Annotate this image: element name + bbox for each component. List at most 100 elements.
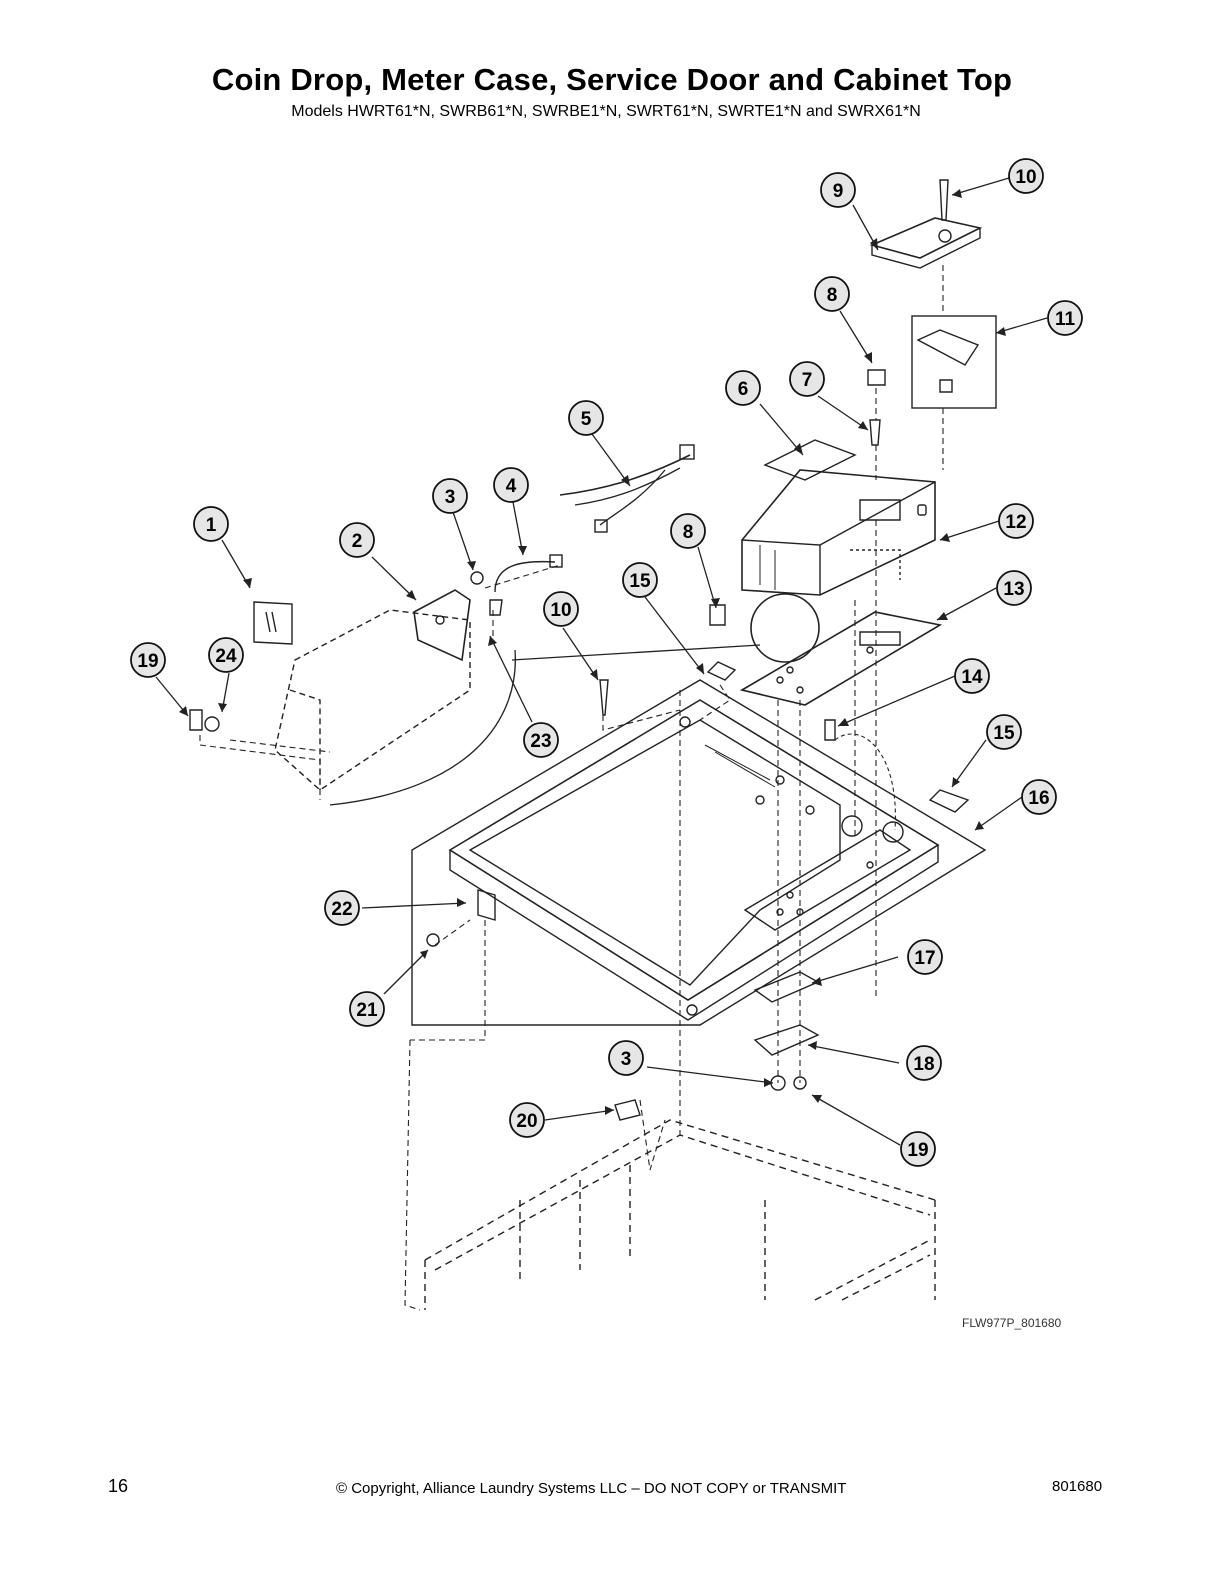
callout-bubble xyxy=(998,503,1034,539)
lower-cabinet-outline xyxy=(424,1119,936,1310)
callout-c18: 18 xyxy=(906,1045,942,1081)
callout-c3a: 3 xyxy=(432,478,468,514)
callout-bubble xyxy=(622,562,658,598)
meter-case-base-plate xyxy=(739,611,943,706)
callout-bubble xyxy=(130,642,166,678)
callout-number: 24 xyxy=(215,646,237,667)
callout-bubble xyxy=(523,722,559,758)
callout-c10b: 10 xyxy=(543,591,579,627)
callout-bubble xyxy=(900,1131,936,1167)
callout-number: 8 xyxy=(827,285,838,306)
callout-number: 5 xyxy=(581,409,592,430)
callout-number: 2 xyxy=(352,531,363,552)
callout-bubble xyxy=(324,890,360,926)
callout-number: 3 xyxy=(621,1049,632,1070)
callout-number: 18 xyxy=(913,1054,934,1075)
callout-number: 13 xyxy=(1003,579,1024,600)
coin-drop-slot-insert xyxy=(253,601,293,645)
callout-c19a: 19 xyxy=(130,642,166,678)
models-subtitle: Models HWRT61*N, SWRB61*N, SWRBE1*N, SWR… xyxy=(291,103,921,120)
callout-c8b: 8 xyxy=(670,513,706,549)
callout-bubble xyxy=(820,172,856,208)
callout-c23: 23 xyxy=(523,722,559,758)
callout-bubble xyxy=(789,361,825,397)
callout-c12: 12 xyxy=(998,503,1034,539)
callout-bubble xyxy=(670,513,706,549)
coin-drop-mechanism xyxy=(413,589,471,662)
callout-number: 19 xyxy=(137,651,158,672)
callout-bubble xyxy=(1047,300,1083,336)
service-door xyxy=(869,217,983,269)
callout-c15a: 15 xyxy=(622,562,658,598)
callout-bubble xyxy=(996,570,1032,606)
callout-c11: 11 xyxy=(1047,300,1083,336)
callout-bubble xyxy=(339,522,375,558)
callout-number: 1 xyxy=(206,515,217,536)
callout-number: 11 xyxy=(1055,309,1076,330)
callout-c6: 6 xyxy=(725,370,761,406)
callout-number: 15 xyxy=(629,571,651,592)
page-number: 16 xyxy=(108,1476,129,1496)
document-number: 801680 xyxy=(1052,1478,1103,1495)
callout-c19b: 19 xyxy=(900,1131,936,1167)
callout-c14: 14 xyxy=(954,658,990,694)
callout-number: 4 xyxy=(506,476,517,497)
callout-number: 17 xyxy=(914,948,935,969)
callout-c9: 9 xyxy=(820,172,856,208)
callout-bubble xyxy=(907,939,943,975)
detail-arc xyxy=(329,649,516,806)
callout-bubble xyxy=(1021,779,1057,815)
callout-bubble xyxy=(509,1102,545,1138)
callout-number: 20 xyxy=(516,1111,537,1132)
callout-number: 16 xyxy=(1028,788,1049,809)
leader-lines xyxy=(155,177,1048,1146)
callout-bubble xyxy=(954,658,990,694)
callout-number: 22 xyxy=(331,899,352,920)
callout-number: 15 xyxy=(993,723,1015,744)
callout-c15b: 15 xyxy=(986,714,1022,750)
coin-drop-housing xyxy=(274,609,471,791)
callout-c10a: 10 xyxy=(1008,158,1044,194)
callout-number: 9 xyxy=(833,181,844,202)
callout-bubble xyxy=(208,637,244,673)
lock-bracket-box xyxy=(911,315,997,409)
callout-bubble xyxy=(986,714,1022,750)
callout-c3b: 3 xyxy=(608,1040,644,1076)
callout-bubble xyxy=(568,400,604,436)
callout-bubble xyxy=(608,1040,644,1076)
alignment-lines xyxy=(199,265,944,1311)
callout-number: 12 xyxy=(1005,512,1026,533)
callout-c13: 13 xyxy=(996,570,1032,606)
callout-c24: 24 xyxy=(208,637,244,673)
callout-bubble xyxy=(814,276,850,312)
hardware-pieces xyxy=(189,179,970,1121)
callout-number: 21 xyxy=(356,1000,378,1021)
wire-lead xyxy=(494,554,563,593)
callout-c1: 1 xyxy=(193,506,229,542)
callout-c17: 17 xyxy=(907,939,943,975)
callout-c5: 5 xyxy=(568,400,604,436)
page-title: Coin Drop, Meter Case, Service Door and … xyxy=(211,62,1013,97)
callout-bubble xyxy=(1008,158,1044,194)
callout-number: 8 xyxy=(683,522,694,543)
callout-number: 10 xyxy=(550,600,571,621)
callout-c20: 20 xyxy=(509,1102,545,1138)
callout-number: 14 xyxy=(961,667,983,688)
callout-bubble xyxy=(543,591,579,627)
leader-arrowheads xyxy=(179,189,1006,1115)
callout-bubble xyxy=(349,991,385,1027)
cabinet-top-frame xyxy=(411,679,987,1026)
callout-c2: 2 xyxy=(339,522,375,558)
figure-code: FLW977P_801680 xyxy=(962,1316,1062,1330)
callout-c4: 4 xyxy=(493,467,529,503)
callout-number: 6 xyxy=(738,379,749,400)
wire-harness xyxy=(559,444,695,533)
callout-bubble xyxy=(193,506,229,542)
detail-zoom-circle xyxy=(750,593,820,663)
callout-bubble xyxy=(906,1045,942,1081)
callout-c7: 7 xyxy=(789,361,825,397)
cabinet-top-panel xyxy=(448,699,940,1021)
meter-case xyxy=(741,469,936,596)
